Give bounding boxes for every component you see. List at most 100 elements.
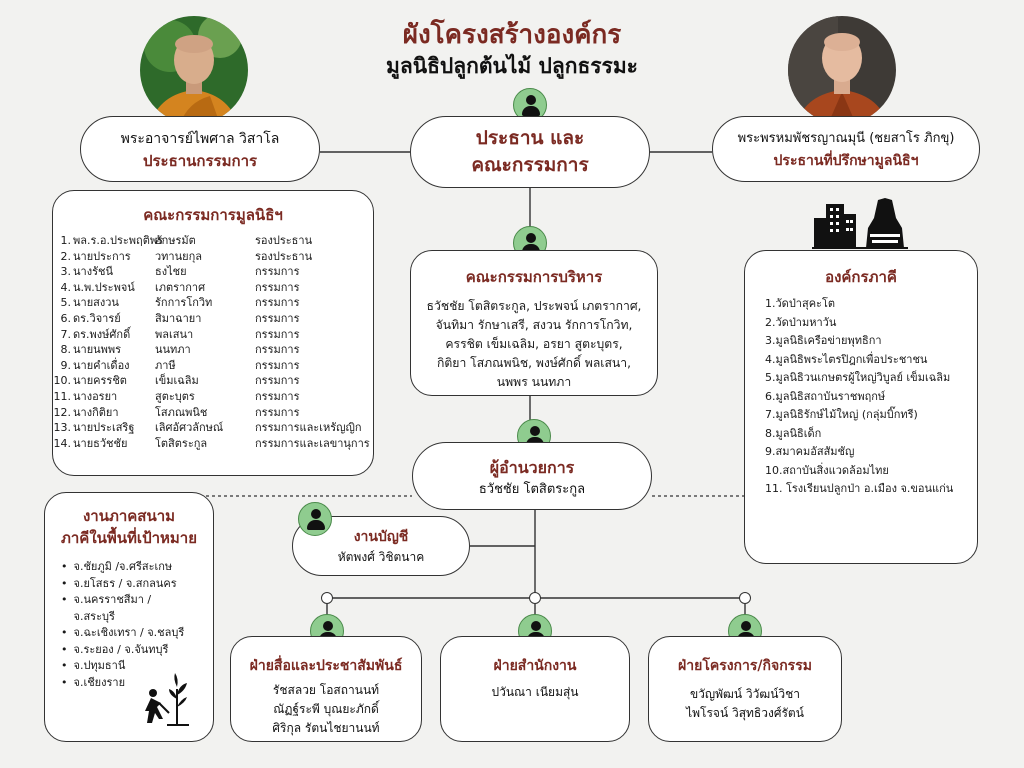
committee-member-row: 6.ดร.วิจารย์สิมาฉายากรรมการ [53, 311, 370, 327]
field-area-label: จ.ระยอง / จ.จันทบุรี [73, 642, 169, 656]
partner-item: 4.มูลนิธิพระไตรปิฎกเพื่อประชาชน [765, 352, 928, 366]
office-dept-member: ปวันณา เนียมสุ่น [491, 685, 579, 699]
field-area-label: จ.สระบุรี [73, 609, 115, 623]
member-number: 11. [53, 389, 72, 403]
field-area-item: • จ.เชียงราย [61, 675, 184, 692]
committee-member-row: 3.นางรัชนีธงไชยกรรมการ [53, 264, 370, 280]
member-last-name: เลิศอัศวลักษณ์ [155, 421, 224, 435]
member-number: 5. [60, 296, 72, 310]
executive-member-line: ธวัชชัย โตสิตระกูล, ประพจน์ เภตรากาศ, [426, 299, 642, 313]
committee-member-row: 5.นายสงวน รักการโกวิท กรรมการ [53, 295, 370, 311]
field-area-label: จ.ฉะเชิงเทรา / จ.ชลบุรี [73, 626, 185, 639]
pr-dept-member: รัชสลวย โอสถานนท์ [272, 683, 380, 697]
field-area-item: •จ.นครราชสีมา / [61, 592, 184, 609]
member-number: 14. [53, 436, 72, 450]
partner-item: 9.สมาคมอัสสัมชัญ [765, 445, 855, 458]
pr-dept-box: ฝ่ายสื่อและประชาสัมพันธ์ รัชสลวย โอสถานน… [230, 636, 422, 742]
member-number: 7. [60, 327, 72, 341]
bullet-icon: • [61, 675, 68, 689]
committee-member-row: 4.น.พ.ประพจน์เภตรากาศกรรมการ [53, 280, 370, 296]
member-role: กรรมการ [255, 311, 300, 325]
member-role: กรรมการ [255, 389, 300, 403]
committee-member-row: 7.ดร.พงษ์ศักดิ์พลเสนากรรมการ [53, 327, 370, 343]
member-first-name: นางอรยา [73, 389, 118, 403]
member-role: กรรมการ [255, 327, 300, 341]
member-last-name: ธงไชย [155, 265, 187, 279]
field-area-label: จ.เชียงราย [73, 675, 126, 689]
partner-item: 8.มูลนิธิเด็ก [765, 426, 822, 440]
bullet-icon: • [61, 626, 68, 639]
member-first-name: นายสงวน [73, 296, 119, 310]
member-role: รองประธาน [255, 249, 313, 263]
executive-member-line: กิติยา โสภณพนิช, พงษ์ศักดิ์ พลเสนา, [437, 356, 631, 370]
field-area-item: •จ.ชัยภูมิ /จ.ศรีสะเกษ [61, 559, 184, 576]
field-area-label: จ.ปทุมธานี [73, 659, 126, 672]
field-area-item: •จ.ระยอง / จ.จันทบุรี [61, 642, 184, 659]
advisor-role: ประธานที่ปรึกษามูลนิธิฯ [773, 153, 919, 169]
member-role: กรรมการ [255, 358, 300, 372]
member-first-name: นายคำเดื่อง [73, 358, 130, 372]
right-monk-photo [788, 16, 896, 124]
executive-committee-box: คณะกรรมการบริหาร ธวัชชัย โตสิตระกูล, ประ… [410, 250, 658, 396]
pr-dept-member: ศิริกุล รัตนไชยานนท์ [272, 721, 380, 735]
executive-committee-title: คณะกรรมการบริหาร [465, 268, 603, 286]
committee-member-row: 1.พล.ร.อ.ประพฤติพรอักษรมัตรองประธาน [53, 233, 370, 249]
member-first-name: นางกิติยา [73, 405, 119, 419]
field-area-item: • จ.ฉะเชิงเทรา / จ.ชลบุรี [61, 625, 184, 642]
member-first-name: นางรัชนี [73, 265, 113, 279]
field-area-item: •จ.ยโสธร / จ.สกลนคร [61, 576, 184, 593]
page-title: ผังโครงสร้างองค์กร [402, 20, 622, 50]
member-role: กรรมการ [255, 296, 300, 310]
member-last-name: สูตะบุตร [155, 389, 195, 403]
member-number: 8. [60, 343, 72, 357]
project-dept-box: ฝ่ายโครงการ/กิจกรรม ขวัญพัฒน์ วิวัฒน์วิช… [648, 636, 842, 742]
member-number: 4. [60, 280, 72, 294]
chairman-name: พระอาจารย์ไพศาล วิสาโล [120, 131, 280, 147]
office-dept-title: ฝ่ายสำนักงาน [493, 658, 577, 674]
member-first-name: น.พ.ประพจน์ [73, 280, 135, 294]
board-title: คณะกรรมการ [471, 154, 589, 176]
field-area-item: •จ.สระบุรี [61, 609, 184, 626]
member-last-name: รักการโกวิท [155, 296, 213, 310]
member-last-name: นนทภา [155, 343, 191, 357]
field-area-label: จ.ชัยภูมิ /จ.ศรีสะเกษ [73, 560, 173, 573]
bullet-icon: • [61, 659, 68, 672]
partner-item: 2.วัดป่ามหาวัน [765, 315, 837, 329]
bullet-icon: • [61, 593, 68, 606]
member-last-name: โสภณพนิช [155, 405, 208, 419]
member-role: กรรมการ [255, 374, 300, 388]
member-first-name: นายครรชิต [73, 374, 127, 388]
field-work-box: งานภาคสนาม ภาคีในพื้นที่เป้าหมาย •จ.ชัยภ… [44, 492, 214, 742]
member-first-name: ดร.วิจารย์ [73, 311, 121, 325]
foundation-committee-title: คณะกรรมการมูลนิธิฯ [143, 206, 283, 224]
member-number: 3. [60, 265, 72, 279]
office-dept-box: ฝ่ายสำนักงาน ปวันณา เนียมสุ่น [440, 636, 630, 742]
bullet-icon: • [61, 576, 68, 590]
accounting-title: งานบัญชี [353, 529, 409, 545]
page-subtitle: มูลนิธิปลูกต้นไม้ ปลูกธรรมะ [386, 54, 638, 78]
pr-dept-member: ณัฏฐ์ระพี บุณยะภักดิ์ [273, 702, 379, 716]
buildings-icon [812, 198, 908, 250]
member-last-name: เข็มเฉลิม [155, 374, 199, 388]
pr-dept-title: ฝ่ายสื่อและประชาสัมพันธ์ [249, 658, 403, 674]
committee-member-row: 13.นายประเสริฐ เลิศอัศวลักษณ์ กรรมการและเห… [53, 420, 370, 436]
committee-member-row: 14.นายธวัชชัยโตสิตระกูลกรรมการและเลขานุก… [53, 436, 370, 452]
executive-member-line: นพพร นนทภา [496, 375, 572, 389]
member-number: 13. [53, 421, 72, 435]
committee-member-row: 12.นางกิติยาโสภณพนิชกรรมการ [53, 405, 370, 421]
project-dept-title: ฝ่ายโครงการ/กิจกรรม [678, 658, 812, 674]
member-number: 12. [53, 405, 72, 419]
member-first-name: นายประเสริฐ [73, 421, 135, 435]
partners-title: องค์กรภาคี [825, 268, 897, 286]
executive-member-line: ครรชิต เข็มเฉลิม, อรยา สูตะบุตร, [445, 337, 623, 351]
member-role: กรรมการและเหรัญญิก [255, 421, 362, 435]
member-last-name: อักษรมัต [155, 234, 196, 247]
user-icon [298, 502, 332, 536]
partner-item: 1.วัดป่าสุคะโต [765, 297, 836, 310]
committee-member-row: 11.นางอรยา สูตะบุตร กรรมการ [53, 389, 370, 405]
member-last-name: โตสิตระกูล [155, 436, 208, 450]
chairman-board-box: ประธาน และ คณะกรรมการ [410, 116, 650, 188]
member-first-name: ดร.พงษ์ศักดิ์ [73, 327, 131, 341]
left-monk-photo [140, 16, 248, 124]
director-name: ธวัชชัย โตสิตระกูล [478, 482, 586, 497]
